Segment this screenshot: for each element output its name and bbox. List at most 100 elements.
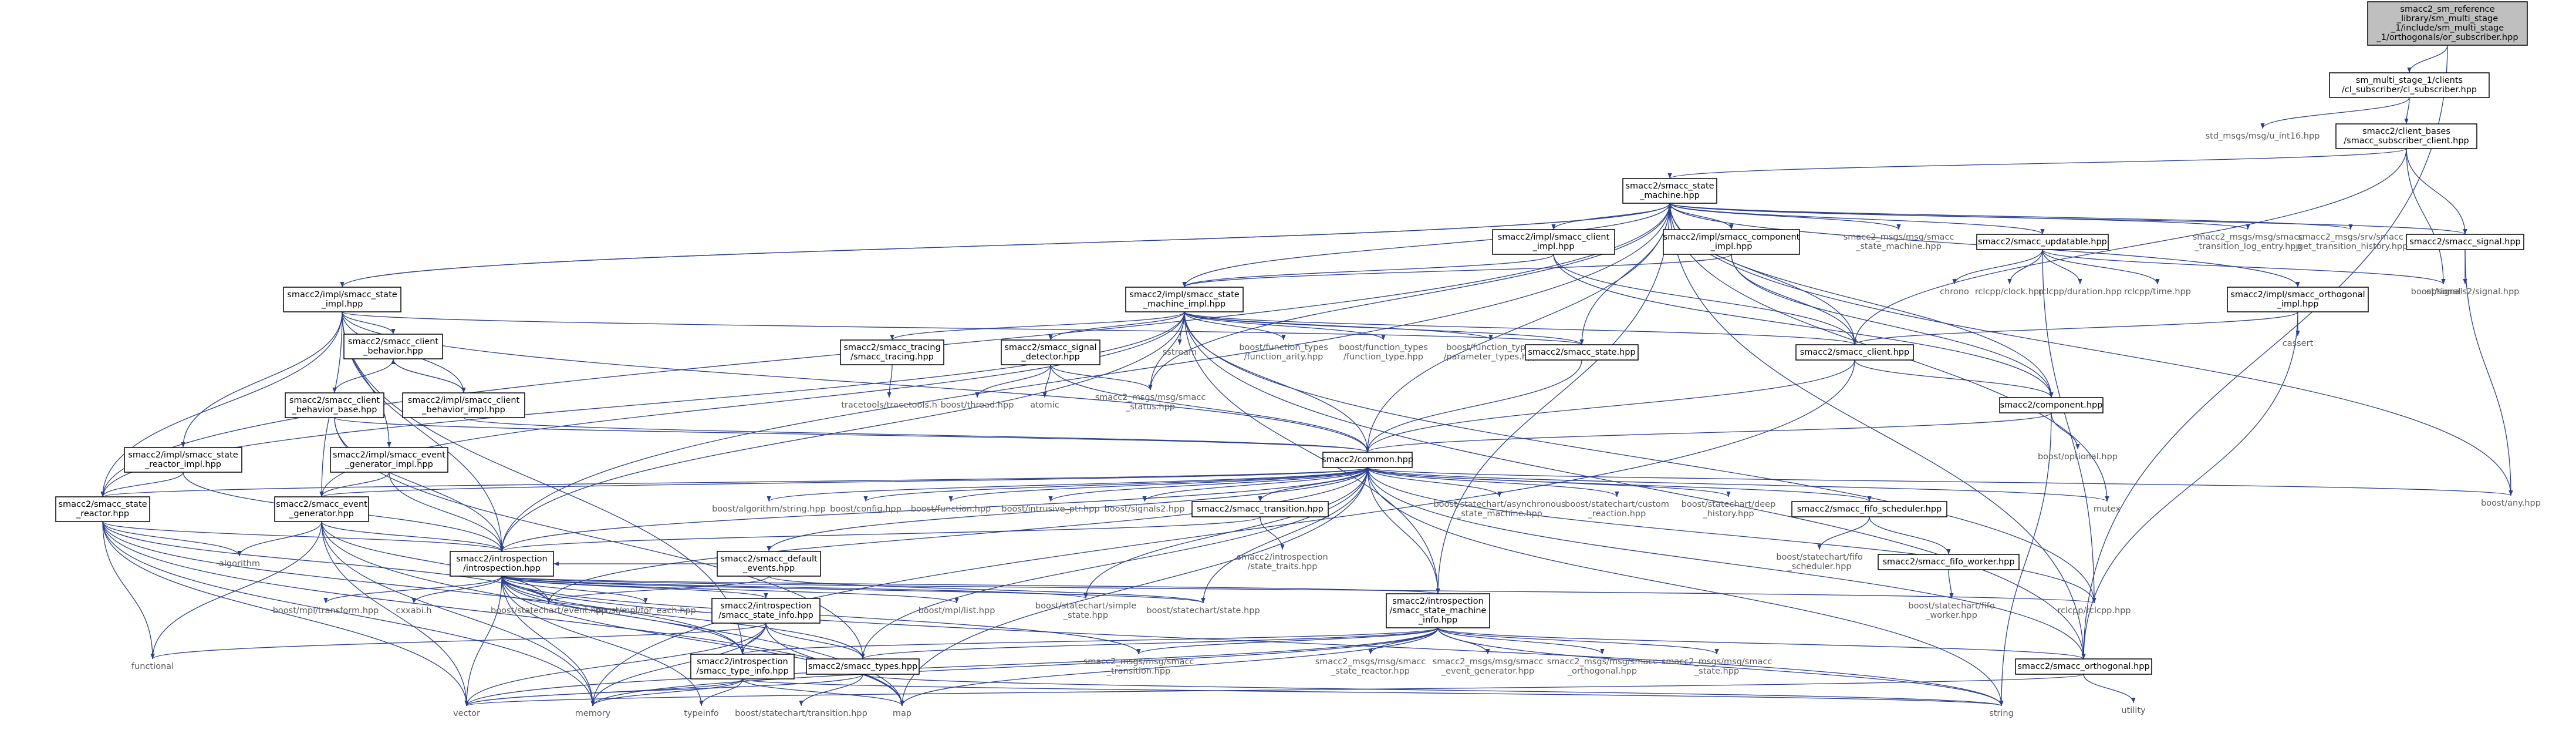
node-function[interactable]: boost/function.hpp	[911, 504, 991, 514]
node-memory[interactable]: memory	[575, 709, 611, 718]
edge-intro-to-cxxabi	[411, 576, 502, 604]
edge-cl-sub-to-std-int16	[2260, 97, 2410, 129]
node-msg-status[interactable]: smacc2_msgs/msg/smacc_status.hpp	[1095, 393, 1206, 412]
node-impl-client[interactable]: smacc2/impl/smacc_client_impl.hpp	[1492, 229, 1615, 255]
node-utility[interactable]: utility	[2121, 706, 2146, 715]
node-sm-info[interactable]: smacc2/introspection/smacc_state_machine…	[1386, 593, 1490, 628]
node-ft-type[interactable]: boost/function_types/function_type.hpp	[1339, 343, 1428, 362]
node-common[interactable]: smacc2/common.hpp	[1322, 452, 1413, 468]
node-cl-sub[interactable]: sm_multi_stage_1/clients/cl_subscriber/c…	[2329, 72, 2490, 98]
node-smacc-types[interactable]: smacc2/smacc_types.hpp	[806, 658, 920, 675]
node-intro[interactable]: smacc2/introspection/introspection.hpp	[450, 551, 554, 577]
node-impl-sm[interactable]: smacc2/impl/smacc_state_machine_impl.hpp	[1125, 287, 1244, 312]
node-boost-any[interactable]: boost/any.hpp	[2481, 499, 2541, 508]
node-intrusive[interactable]: boost/intrusive_ptr.hpp	[1001, 504, 1099, 514]
node-fifo-worker[interactable]: smacc2/smacc_fifo_worker.hpp	[1878, 554, 2020, 570]
node-deep-history[interactable]: boost/statechart/deep_history.hpp	[1682, 500, 1776, 519]
edge-state-machine-to-smacc-state	[1579, 203, 1670, 345]
node-msg-transition[interactable]: smacc2_msgs/msg/smacc_transition.hpp	[1083, 657, 1194, 676]
node-alg-string[interactable]: boost/algorithm/string.hpp	[712, 504, 826, 514]
node-signal[interactable]: smacc2/smacc_signal.hpp	[2406, 234, 2524, 250]
node-for-each[interactable]: boost/mpl/for_each.hpp	[595, 606, 696, 615]
node-typeinfo[interactable]: typeinfo	[684, 709, 719, 718]
node-state-reactor[interactable]: smacc2/smacc_state_reactor.hpp	[55, 496, 150, 522]
node-box	[2329, 72, 2490, 98]
node-impl-sr[interactable]: smacc2/impl/smacc_state_reactor_impl.hpp	[124, 447, 242, 473]
node-label: boost/function_types	[1339, 343, 1428, 352]
node-custom-reaction[interactable]: boost/statechart/custom_reaction.hpp	[1565, 500, 1669, 519]
node-signals2[interactable]: boost/signals2.hpp	[1105, 504, 1185, 514]
node-state-info[interactable]: smacc2/introspection/smacc_state_info.hp…	[711, 598, 821, 624]
node-msg-sm[interactable]: smacc2_msgs/msg/smacc_state_machine.hpp	[1844, 233, 1954, 251]
node-state-traits[interactable]: smacc2/introspection/state_traits.hpp	[1237, 553, 1328, 571]
node-rclcpp-time[interactable]: rclcpp/time.hpp	[2124, 287, 2191, 297]
node-state-hpp[interactable]: boost/statechart/state.hpp	[1146, 606, 1260, 615]
node-map[interactable]: map	[893, 709, 911, 718]
node-transition[interactable]: smacc2/smacc_transition.hpp	[1191, 501, 1329, 517]
node-simple-state[interactable]: boost/statechart/simple_state.hpp	[1035, 601, 1136, 620]
node-impl-component[interactable]: smacc2/impl/smacc_component_impl.hpp	[1663, 229, 1800, 255]
node-thread[interactable]: boost/thread.hpp	[941, 401, 1014, 410]
node-tracing[interactable]: smacc2/smacc_tracing/smacc_tracing.hpp	[840, 339, 944, 365]
node-rclcpp-duration[interactable]: rclcpp/duration.hpp	[2038, 287, 2122, 297]
node-atomic[interactable]: atomic	[1030, 401, 1059, 410]
node-tracepoint[interactable]: tracetools/tracetools.h	[841, 401, 937, 410]
node-string[interactable]: string	[1989, 709, 2014, 718]
node-impl-state[interactable]: smacc2/impl/smacc_state_impl.hpp	[283, 287, 401, 312]
node-msg-state[interactable]: smacc2_msgs/msg/smacc_state.hpp	[1662, 657, 1773, 676]
node-srv-gettrans[interactable]: smacc2_msgs/srv/smacc_get_transition_his…	[2293, 233, 2408, 251]
node-functional[interactable]: functional	[131, 662, 174, 671]
node-root[interactable]: smacc2_sm_reference_library/sm_multi_sta…	[2367, 1, 2528, 46]
node-impl-cb[interactable]: smacc2/impl/smacc_client_behavior_impl.h…	[402, 392, 525, 418]
node-event-hpp[interactable]: boost/statechart/event.hpp	[491, 606, 607, 615]
node-chrono[interactable]: chrono	[1940, 287, 1969, 297]
node-boost-optional[interactable]: boost/optional.hpp	[2038, 452, 2118, 462]
node-fifo-scheduler-boost[interactable]: boost/statechart/fifo_scheduler.hpp	[1776, 553, 1863, 571]
node-msg-orthogonal[interactable]: smacc2_msgs/msg/smacc_orthogonal.hpp	[1547, 657, 1658, 676]
node-std-int16[interactable]: std_msgs/msg/u_int16.hpp	[2206, 132, 2320, 141]
node-default-events[interactable]: smacc2/smacc_default_events.hpp	[717, 551, 821, 577]
node-mutex[interactable]: mutex	[2094, 504, 2121, 514]
node-box	[1622, 178, 1717, 204]
node-smacc-state[interactable]: smacc2/smacc_state.hpp	[1525, 344, 1639, 361]
node-fifo-worker-boost[interactable]: boost/statechart/fifo_worker.hpp	[1908, 601, 1995, 620]
node-smacc-orth[interactable]: smacc2/smacc_orthogonal.hpp	[2015, 658, 2152, 675]
node-rclcpp-clock[interactable]: rclcpp/clock.hpp	[1975, 287, 2044, 297]
node-state-machine[interactable]: smacc2/smacc_state_machine.hpp	[1622, 178, 1717, 204]
node-smacc-client[interactable]: smacc2/smacc_client.hpp	[1795, 344, 1914, 361]
node-sstream[interactable]: sstream	[1163, 348, 1197, 357]
node-msg-state-reactor[interactable]: smacc2_msgs/msg/smacc_state_reactor.hpp	[1315, 657, 1426, 676]
node-impl-eg[interactable]: smacc2/impl/smacc_event_generator_impl.h…	[330, 447, 448, 473]
node-event-gen[interactable]: smacc2/smacc_event_generator.hpp	[274, 496, 369, 522]
node-vector[interactable]: vector	[453, 709, 480, 718]
node-mpl-transform[interactable]: boost/mpl/transform.hpp	[273, 606, 379, 615]
node-cxxabi[interactable]: cxxabi.h	[396, 606, 431, 615]
node-impl-orth[interactable]: smacc2/impl/smacc_orthogonal_impl.hpp	[2227, 287, 2369, 312]
node-fifo-sched[interactable]: smacc2/smacc_fifo_scheduler.hpp	[1791, 501, 1947, 517]
node-mpl-list[interactable]: boost/mpl/list.hpp	[919, 606, 995, 615]
node-async-sm[interactable]: boost/statechart/asynchronous_state_mach…	[1433, 500, 1565, 519]
node-box	[1492, 229, 1615, 255]
node-rclcpp[interactable]: rclcpp/rclcpp.hpp	[2057, 606, 2131, 615]
node-component[interactable]: smacc2/component.hpp	[1999, 397, 2104, 413]
node-optional-std[interactable]: optional	[2426, 287, 2461, 297]
node-signals2-signal[interactable]: boost/signals2/signal.hpp	[2411, 287, 2520, 297]
node-msg-translog[interactable]: smacc2_msgs/msg/smacc_transition_log_ent…	[2193, 233, 2304, 251]
node-ft-param[interactable]: boost/function_types/parameter_types.hpp	[1444, 343, 1538, 362]
edge-type-info-to-typeinfo	[699, 678, 743, 707]
edge-state-machine-to-common	[1365, 203, 1670, 453]
node-sig-detector[interactable]: smacc2/smacc_signal_detector.hpp	[1001, 339, 1100, 365]
node-cb-base[interactable]: smacc2/smacc_client_behavior_base.hpp	[285, 392, 384, 418]
node-label: atomic	[1030, 401, 1059, 410]
node-label: _machine.hpp	[1639, 191, 1700, 200]
node-type-info[interactable]: smacc2/introspection/smacc_type_info.hpp	[690, 654, 795, 679]
node-msg-event-gen[interactable]: smacc2_msgs/msg/smacc_event_generator.hp…	[1433, 657, 1544, 676]
node-client-behavior[interactable]: smacc2/smacc_client_behavior.hpp	[343, 334, 443, 359]
node-sub-client[interactable]: smacc2/client_bases/smacc_subscriber_cli…	[2335, 123, 2477, 149]
node-transition-boost[interactable]: boost/statechart/transition.hpp	[735, 709, 867, 718]
node-ft-arity[interactable]: boost/function_types/function_arity.hpp	[1239, 343, 1328, 362]
node-cassert[interactable]: cassert	[2283, 339, 2314, 348]
node-algorithm[interactable]: algorithm	[219, 559, 260, 568]
node-config[interactable]: boost/config.hpp	[830, 504, 902, 514]
node-updatable[interactable]: smacc2/smacc_updatable.hpp	[1976, 234, 2109, 250]
